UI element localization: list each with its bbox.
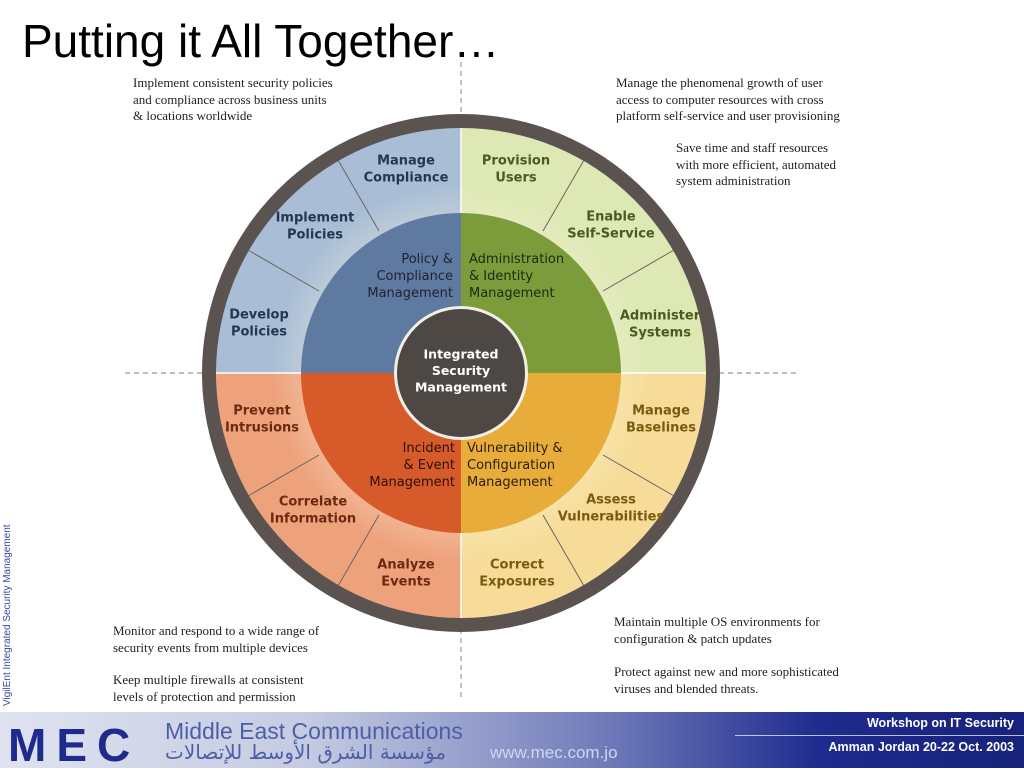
mec-logo: MEC xyxy=(8,719,141,771)
outer-separator-7 xyxy=(542,160,584,232)
workshop-title: Workshop on IT Security xyxy=(866,716,1014,730)
note-top-right-growth: Manage the phenomenal growth of user acc… xyxy=(616,75,840,123)
company-name-arabic: مؤسسة الشرق الأوسط للإتصالات xyxy=(165,740,447,764)
slide-title: Putting it All Together… xyxy=(22,15,500,67)
outer-separator-5 xyxy=(248,250,320,292)
outer-separator-8 xyxy=(602,250,674,292)
note-bottom-left-monitor: Monitor and respond to a wide range of s… xyxy=(113,623,320,655)
note-bottom-left-firewalls: Keep multiple firewalls at consistent le… xyxy=(113,672,304,704)
outer-separator-1 xyxy=(602,454,674,496)
company-url: www.mec.com.jo xyxy=(490,743,618,762)
note-bottom-right-threats: Protect against new and more sophisticat… xyxy=(614,664,839,696)
outer-separator-3 xyxy=(338,514,380,586)
outer-separator-2 xyxy=(542,514,584,586)
company-name: Middle East Communications xyxy=(165,718,463,744)
footer-divider xyxy=(735,735,1024,736)
note-top-right-automation: Save time and staff resources with more … xyxy=(676,140,837,188)
outer-separator-6 xyxy=(338,160,380,232)
side-label: VigilEnt Integrated Security Management xyxy=(2,524,13,706)
footer-bar: MEC Middle East Communications مؤسسة الش… xyxy=(0,712,1024,771)
note-bottom-right-os: Maintain multiple OS environments for co… xyxy=(614,614,820,646)
note-top-left: Implement consistent security policies a… xyxy=(133,75,333,123)
center-circle xyxy=(397,309,525,437)
outer-separator-4 xyxy=(248,454,320,496)
workshop-location: Amman Jordan 20-22 Oct. 2003 xyxy=(828,740,1015,754)
